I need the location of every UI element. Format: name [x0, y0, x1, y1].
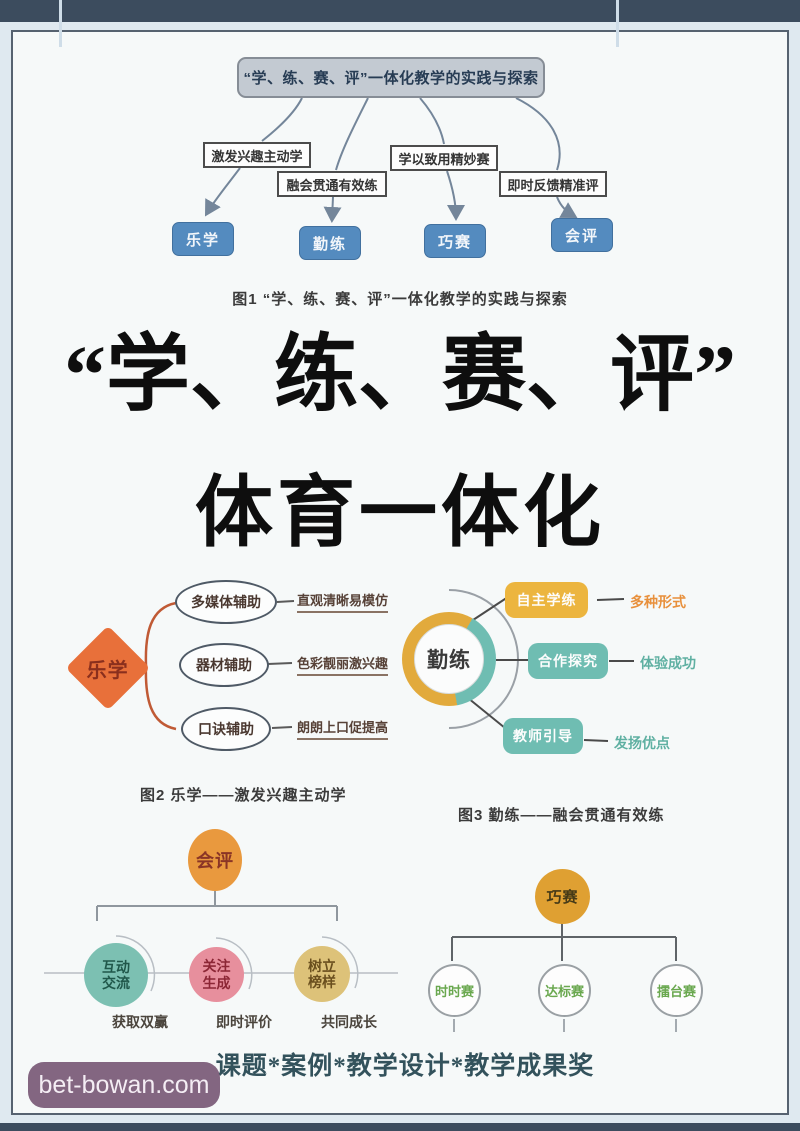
hero-title-line2: 体育一体化 — [194, 469, 605, 556]
fig3-node-box: 自主学练 — [505, 582, 588, 618]
fig1-node-huiping: 会评 — [551, 218, 613, 252]
fig1-branch-label: 学以致用精妙赛 — [390, 145, 498, 171]
fig1-branch-label: 即时反馈精准评 — [499, 171, 607, 197]
fig3-desc: 体验成功 — [640, 655, 696, 671]
fig2-desc: 朗朗上口促提高 — [297, 717, 389, 740]
fig2-root-label: 乐学 — [87, 659, 129, 682]
fig4-node-text: 关注 — [202, 958, 231, 975]
fig1-node-qinlian: 勤练 — [299, 226, 361, 260]
fig3-root-ring: 勤练 — [402, 612, 496, 706]
fig3-root-label: 勤练 — [414, 624, 484, 694]
fig4-node-circle: 关注 生成 — [189, 947, 244, 1002]
fig2-desc: 直观清晰易模仿 — [297, 590, 389, 613]
fig4-desc: 即时评价 — [216, 1014, 272, 1030]
fig4-desc: 共同成长 — [321, 1014, 377, 1030]
fig1-branch-label: 融会贯通有效练 — [277, 171, 387, 197]
fig2-node-ellipse: 口诀辅助 — [181, 707, 271, 751]
fig4-root-circle: 会评 — [188, 829, 242, 891]
bottom-frame-bar — [0, 1123, 800, 1131]
fig2-desc: 色彩靓丽激兴趣 — [297, 653, 389, 676]
fig1-node-qiaosai: 巧赛 — [424, 224, 486, 258]
frame-divider-line — [616, 0, 619, 47]
fig1-branch-label: 激发兴趣主动学 — [203, 142, 311, 168]
fig2-node-ellipse: 多媒体辅助 — [175, 580, 277, 624]
watermark-badge: bet-bowan.com — [28, 1062, 220, 1108]
fig2-node-ellipse: 器材辅助 — [179, 643, 269, 687]
fig4-desc: 获取双赢 — [112, 1014, 168, 1030]
fig3-desc: 发扬优点 — [614, 735, 670, 751]
fig4-node-circle: 树立 榜样 — [294, 946, 350, 1002]
fig1-node-lexue: 乐学 — [172, 222, 234, 256]
fig4-node-text: 交流 — [102, 975, 130, 991]
fig5-root-circle: 巧赛 — [535, 869, 590, 924]
fig4-node-text: 树立 — [308, 957, 336, 974]
fig5-node-circle: 擂台赛 — [650, 964, 703, 1017]
hero-title-line1: “学、练、赛、评” — [63, 329, 736, 422]
fig1-title-box: “学、练、赛、评”一体化教学的实践与探索 — [237, 57, 545, 98]
frame-divider-line — [59, 0, 62, 47]
fig4-node-circle: 互动 交流 — [84, 943, 148, 1007]
fig3-node-box: 合作探究 — [528, 643, 608, 679]
fig3-desc: 多种形式 — [630, 594, 686, 610]
top-frame-bar — [0, 0, 800, 22]
footer-slogan: 课题*案例*教学设计*教学成果奖 — [215, 1053, 595, 1080]
fig4-node-text: 互动 — [102, 958, 130, 975]
fig5-node-circle: 达标赛 — [538, 964, 591, 1017]
fig2-caption: 图2 乐学——激发兴趣主动学 — [140, 787, 347, 804]
fig1-caption: 图1 “学、练、赛、评”一体化教学的实践与探索 — [232, 291, 568, 308]
fig3-caption: 图3 勤练——融会贯通有效练 — [458, 807, 665, 824]
fig5-node-circle: 时时赛 — [428, 964, 481, 1017]
fig4-node-text: 榜样 — [308, 974, 336, 990]
fig3-node-box: 教师引导 — [503, 718, 583, 754]
fig4-node-text: 生成 — [202, 974, 231, 991]
